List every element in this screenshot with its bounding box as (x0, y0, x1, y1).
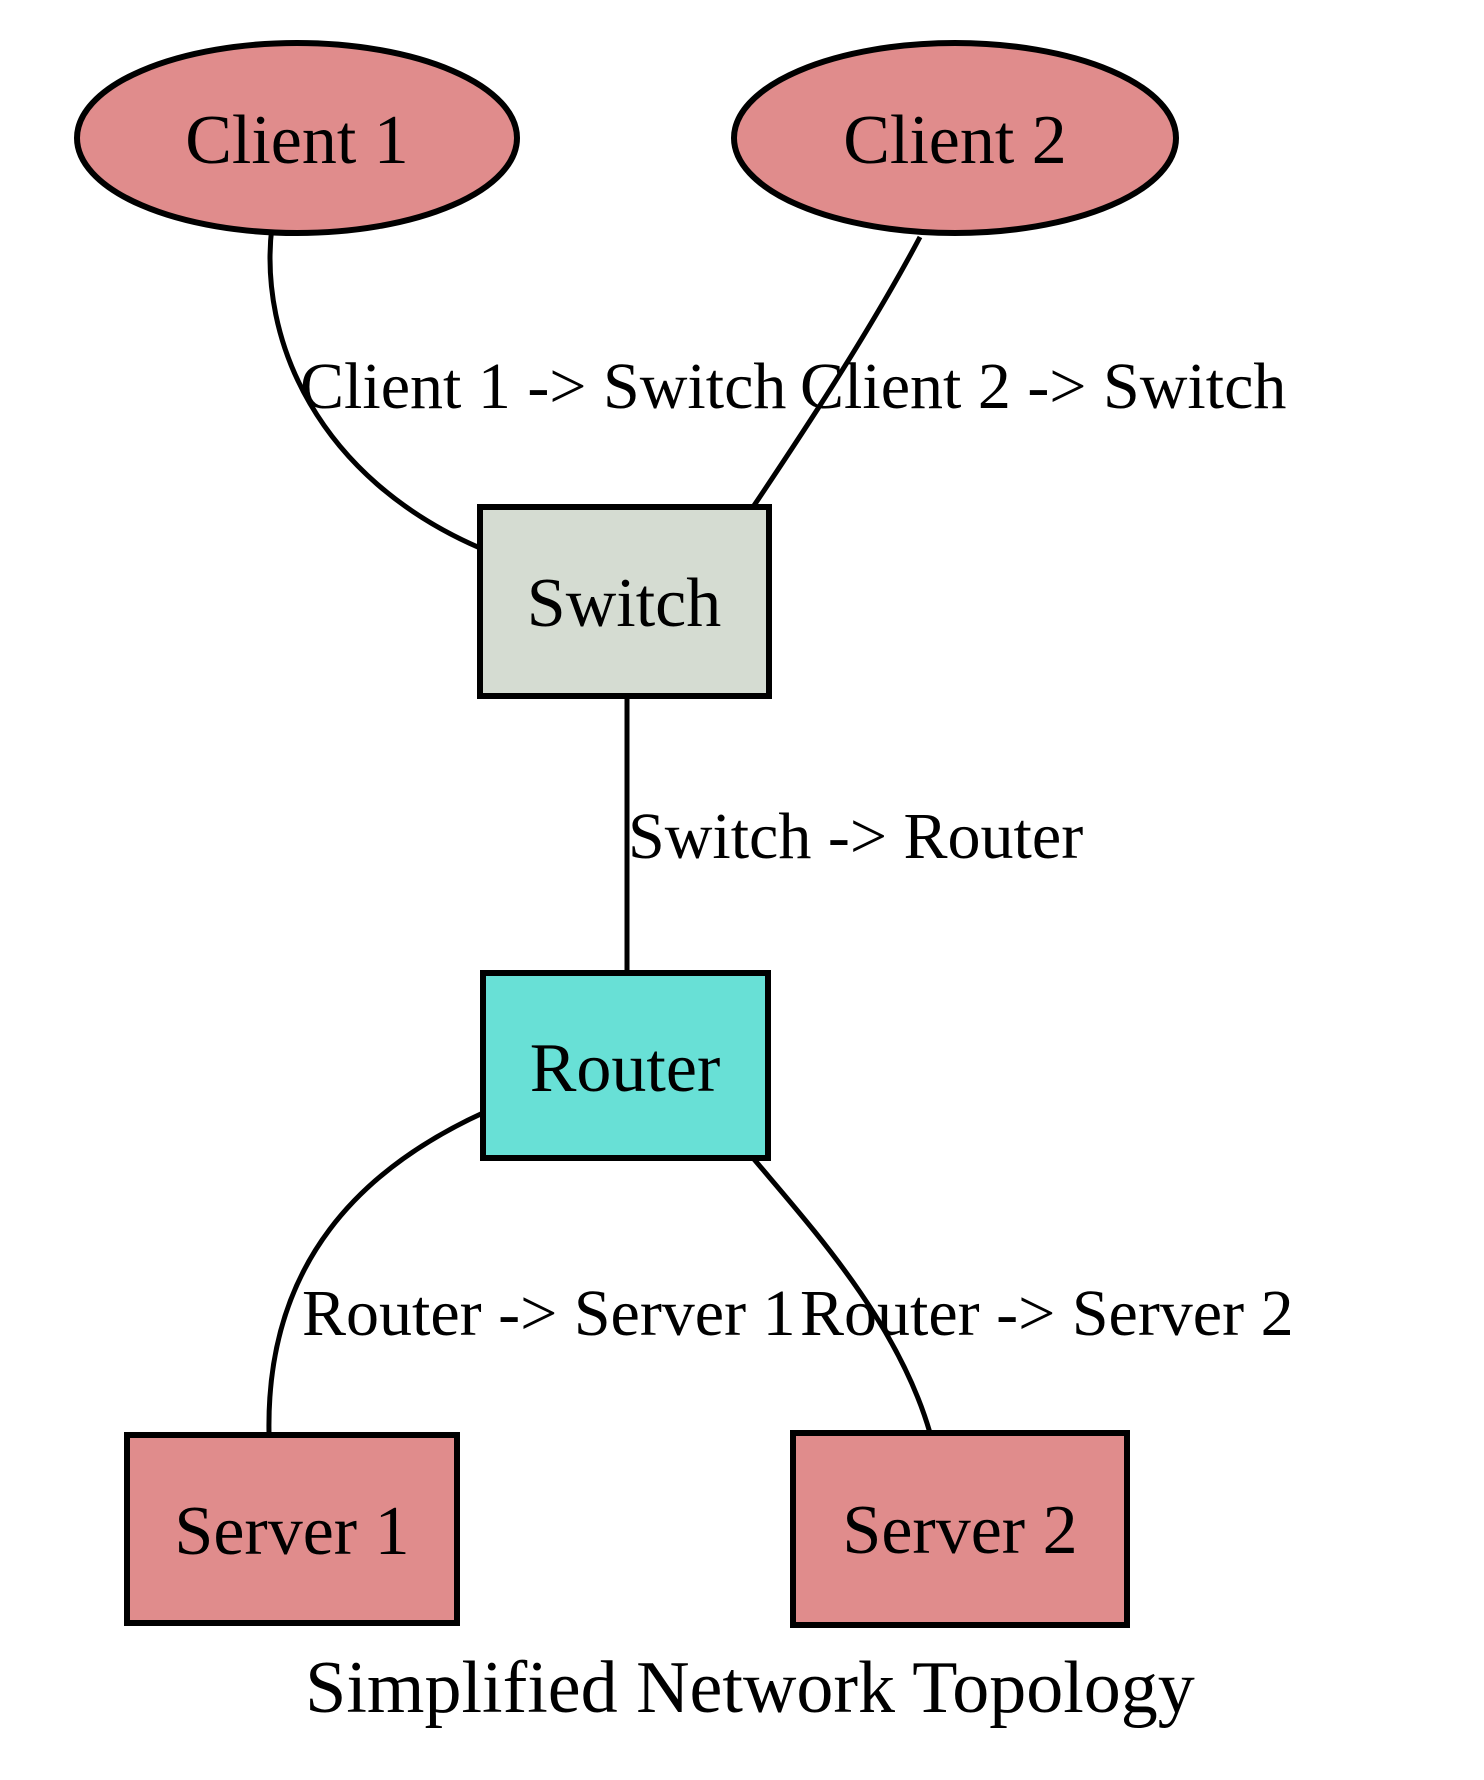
edges (266, 225, 933, 1434)
edge-client2-switch (750, 235, 923, 509)
edge-client1-switch (267, 225, 481, 551)
edge-label-router-server1: Router -> Server 1 (302, 1277, 796, 1350)
client1-label: Client 1 (185, 102, 409, 179)
edge-label-router-server2: Router -> Server 2 (800, 1277, 1294, 1350)
server2-node (790, 1430, 1130, 1628)
edge-router-server2 (751, 1156, 933, 1434)
server1-label: Server 1 (174, 1493, 409, 1570)
client2-label: Client 2 (843, 102, 1067, 179)
edge-label-client2-switch: Client 2 -> Switch (800, 350, 1286, 423)
edge-label-client1-switch: Client 1 -> Switch (300, 350, 786, 423)
nodes: Client 1 Client 2 Switch Router Server 1… (74, 40, 1179, 1628)
client1-node (74, 40, 520, 236)
server1-node (124, 1432, 460, 1626)
edge-label-switch-router: Switch -> Router (628, 800, 1083, 873)
server2-label: Server 2 (842, 1492, 1077, 1569)
switch-label: Switch (527, 565, 721, 642)
router-node (480, 970, 771, 1161)
diagram-title: Simplified Network Topology (305, 1647, 1195, 1729)
edge-labels: Client 1 -> Switch Client 2 -> Switch Sw… (300, 350, 1294, 1350)
router-label: Router (530, 1030, 721, 1107)
client2-node (731, 40, 1179, 236)
edge-router-server1 (266, 1109, 487, 1434)
switch-node (477, 504, 772, 699)
